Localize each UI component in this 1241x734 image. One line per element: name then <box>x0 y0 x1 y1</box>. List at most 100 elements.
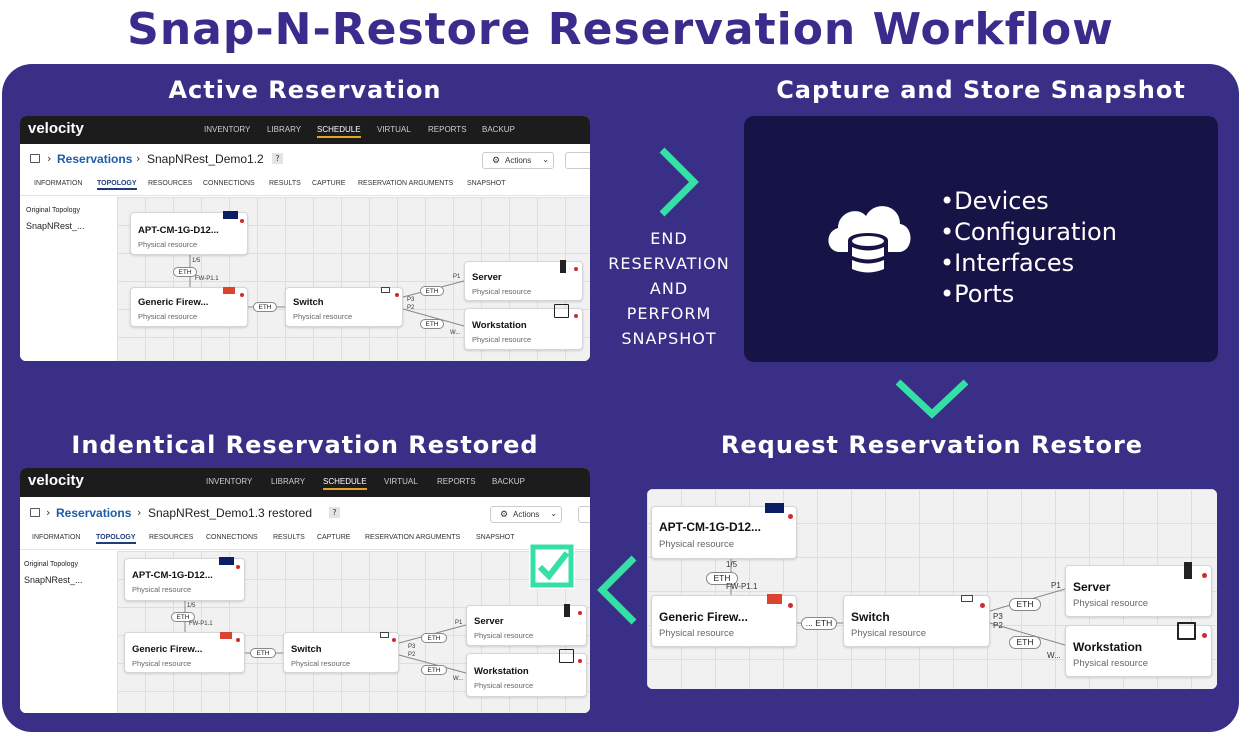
eth-link[interactable]: ETH <box>1009 598 1041 611</box>
node-switch[interactable]: Switch Physical resource <box>843 595 990 647</box>
port-label: P1 <box>1051 581 1061 590</box>
node-workstation[interactable]: Workstation Physical resource <box>1065 622 1212 677</box>
nav-inventory[interactable]: INVENTORY <box>204 125 251 134</box>
eth-link[interactable]: ETH <box>250 648 276 658</box>
eth-link[interactable]: ETH <box>421 665 447 675</box>
section-title-capture: Capture and Store Snapshot <box>776 76 1186 104</box>
tab-reservation-arguments[interactable]: RESERVATION ARGUMENTS <box>365 534 461 541</box>
tab-reservation-arguments[interactable]: RESERVATION ARGUMENTS <box>358 180 454 187</box>
tab-information[interactable]: INFORMATION <box>32 534 81 541</box>
gear-icon: ⚙ <box>492 155 501 165</box>
nav-virtual[interactable]: VIRTUAL <box>384 477 418 486</box>
port-label: FW-P1.1 <box>726 582 758 591</box>
sidebar-topology-name[interactable]: SnapNRest_... <box>24 575 83 585</box>
snapshot-contents-list: •Devices •Configuration •Interfaces •Por… <box>940 186 1117 310</box>
breadcrumb-reservations-link[interactable]: Reservations <box>56 506 132 520</box>
tab-capture[interactable]: CAPTURE <box>312 180 346 187</box>
eth-link[interactable]: ETH <box>420 286 444 296</box>
nav-library[interactable]: LIBRARY <box>267 125 302 134</box>
tab-topology[interactable]: TOPOLOGY <box>96 534 136 544</box>
section-title-active: Active Reservation <box>168 76 442 104</box>
velocity-logo: velocity <box>28 120 84 137</box>
nav-reports[interactable]: REPORTS <box>437 477 476 486</box>
port-label: P3 <box>407 297 415 303</box>
workstation-icon <box>554 304 569 318</box>
node-firewall[interactable]: Generic Firew... Physical resource <box>651 594 797 647</box>
node-apt[interactable]: APT-CM-1G-D12... Physical resource <box>124 557 245 601</box>
network-card-icon <box>223 211 238 219</box>
list-item: •Configuration <box>940 218 1117 246</box>
node-workstation[interactable]: Workstation Physical resource <box>466 649 587 697</box>
eth-link[interactable]: ... ETH <box>801 617 837 630</box>
node-switch[interactable]: Switch Physical resource <box>283 632 399 673</box>
breadcrumb: › Reservations › SnapNRest_Demo1.3 resto… <box>20 498 590 530</box>
breadcrumb-reservations-link[interactable]: Reservations <box>57 152 133 166</box>
node-server[interactable]: Server Physical resource <box>1065 562 1212 617</box>
port-label: FW-P1.1 <box>195 276 219 282</box>
restored-reservation-screenshot: velocity INVENTORY LIBRARY SCHEDULE VIRT… <box>20 468 590 713</box>
list-item: •Ports <box>940 280 1015 308</box>
tab-resources[interactable]: RESOURCES <box>149 534 194 541</box>
nav-library[interactable]: LIBRARY <box>271 477 306 486</box>
topology-canvas[interactable]: APT-CM-1G-D12... Physical resource 1/5 E… <box>117 551 590 713</box>
eth-link[interactable]: ETH <box>171 612 195 622</box>
eth-link[interactable]: ETH <box>421 633 447 643</box>
port-label: P3 <box>993 612 1003 621</box>
eth-link[interactable]: ETH <box>253 302 277 312</box>
tab-snapshot[interactable]: SNAPSHOT <box>476 534 515 541</box>
tab-resources[interactable]: RESOURCES <box>148 180 193 187</box>
velocity-logo: velocity <box>28 472 84 489</box>
tab-snapshot[interactable]: SNAPSHOT <box>467 180 506 187</box>
eth-link[interactable]: ETH <box>1009 636 1041 649</box>
eth-link[interactable]: ETH <box>173 267 197 277</box>
tab-topology[interactable]: TOPOLOGY <box>97 180 137 190</box>
port-label: P2 <box>408 652 416 658</box>
nav-backup[interactable]: BACKUP <box>492 477 525 486</box>
actions-button[interactable]: ⚙ Actions ⌄ <box>482 152 554 169</box>
node-apt[interactable]: APT-CM-1G-D12... Physical resource <box>651 503 797 559</box>
topology-canvas[interactable]: APT-CM-1G-D12... Physical resource 1/5 E… <box>647 489 1217 689</box>
nav-inventory[interactable]: INVENTORY <box>206 477 253 486</box>
chevron-right-icon: › <box>136 152 141 165</box>
node-apt[interactable]: APT-CM-1G-D12... Physical resource <box>130 211 248 255</box>
tab-results[interactable]: RESULTS <box>273 534 305 541</box>
node-server[interactable]: Server Physical resource <box>464 260 583 301</box>
node-switch[interactable]: Switch Physical resource <box>285 287 403 327</box>
port-label: P2 <box>993 621 1003 630</box>
gear-icon: ⚙ <box>500 509 509 519</box>
chevron-down-icon: ⌄ <box>550 509 557 518</box>
port-label: W... <box>453 676 464 682</box>
node-firewall[interactable]: Generic Firew... Physical resource <box>124 632 245 673</box>
eth-link[interactable]: ETH <box>420 319 444 329</box>
nav-reports[interactable]: REPORTS <box>428 125 467 134</box>
help-icon[interactable]: ? <box>272 153 283 164</box>
chevron-right-icon: › <box>46 506 51 519</box>
eth-link[interactable]: ETH <box>706 572 738 585</box>
port-label: P1 <box>453 274 461 280</box>
step-end-reservation-text: END RESERVATION AND PERFORM SNAPSHOT <box>608 229 730 348</box>
port-label: 1/5 <box>192 258 201 264</box>
nav-virtual[interactable]: VIRTUAL <box>377 125 411 134</box>
toolbar-field[interactable] <box>565 152 590 169</box>
help-icon[interactable]: ? <box>329 507 340 518</box>
topology-canvas[interactable]: APT-CM-1G-D12... Physical resource 1/5 E… <box>117 197 590 361</box>
nav-backup[interactable]: BACKUP <box>482 125 515 134</box>
toolbar-field[interactable] <box>578 506 590 523</box>
cloud-database-icon <box>828 206 911 286</box>
tab-information[interactable]: INFORMATION <box>34 180 83 187</box>
nav-schedule[interactable]: SCHEDULE <box>317 125 361 138</box>
nav-schedule[interactable]: SCHEDULE <box>323 477 367 490</box>
node-firewall[interactable]: Generic Firew... Physical resource <box>130 287 248 327</box>
tab-connections[interactable]: CONNECTIONS <box>206 534 258 541</box>
tab-capture[interactable]: CAPTURE <box>317 534 351 541</box>
tab-connections[interactable]: CONNECTIONS <box>203 180 255 187</box>
reservation-name: SnapNRest_Demo1.2 <box>147 152 264 166</box>
reservation-name: SnapNRest_Demo1.3 restored <box>148 506 313 520</box>
switch-icon <box>380 632 389 638</box>
node-server[interactable]: Server Physical resource <box>466 604 587 646</box>
actions-button[interactable]: ⚙ Actions ⌄ <box>490 506 562 523</box>
port-label: 1/5 <box>726 560 738 569</box>
sidebar-topology-name[interactable]: SnapNRest_... <box>26 221 85 231</box>
tab-results[interactable]: RESULTS <box>269 180 301 187</box>
node-workstation[interactable]: Workstation Physical resource <box>464 304 583 350</box>
